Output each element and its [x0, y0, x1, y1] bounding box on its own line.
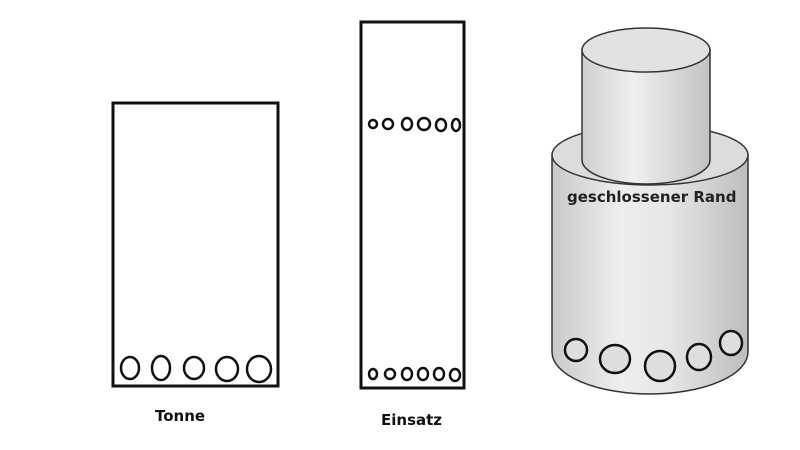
- tonne-holes: [119, 354, 273, 384]
- tonne-hole: [245, 354, 273, 384]
- einsatz-hole: [450, 117, 462, 133]
- einsatz-hole: [432, 366, 446, 382]
- tonne-drawing: [111, 101, 280, 388]
- cylinder-holes: [563, 329, 744, 383]
- tonne-hole: [182, 355, 206, 381]
- einsatz-hole: [367, 118, 379, 130]
- small-cylinder-body: [581, 49, 711, 185]
- cylinder-hole: [563, 337, 589, 363]
- cylinder-drawing: [551, 27, 749, 395]
- einsatz-label: Einsatz: [381, 411, 443, 429]
- tonne-hole: [119, 355, 141, 381]
- tonne-hole: [150, 354, 172, 382]
- cylinder-hole: [598, 343, 632, 375]
- tonne-label: Tonne: [155, 407, 206, 425]
- einsatz-holes-bottom: [367, 366, 462, 383]
- einsatz-hole: [434, 117, 448, 133]
- small-cylinder-top: [581, 27, 711, 73]
- cylinder-hole: [643, 349, 677, 383]
- einsatz-hole: [416, 366, 430, 382]
- einsatz-hole: [381, 117, 395, 131]
- einsatz-holes-top: [367, 116, 462, 133]
- einsatz-hole: [448, 367, 462, 383]
- einsatz-hole: [400, 116, 414, 132]
- tonne-outline: [111, 101, 280, 388]
- einsatz-hole: [416, 116, 432, 132]
- closed-rim-label: geschlossener Rand: [567, 188, 737, 206]
- einsatz-hole: [383, 367, 397, 381]
- einsatz-drawing: [359, 20, 466, 390]
- cylinder-hole: [718, 329, 744, 357]
- einsatz-hole: [367, 367, 379, 381]
- einsatz-hole: [400, 366, 414, 382]
- tonne-hole: [214, 355, 240, 383]
- cylinder-hole: [685, 342, 713, 372]
- einsatz-outline: [359, 20, 466, 390]
- large-cylinder-body: [551, 154, 749, 395]
